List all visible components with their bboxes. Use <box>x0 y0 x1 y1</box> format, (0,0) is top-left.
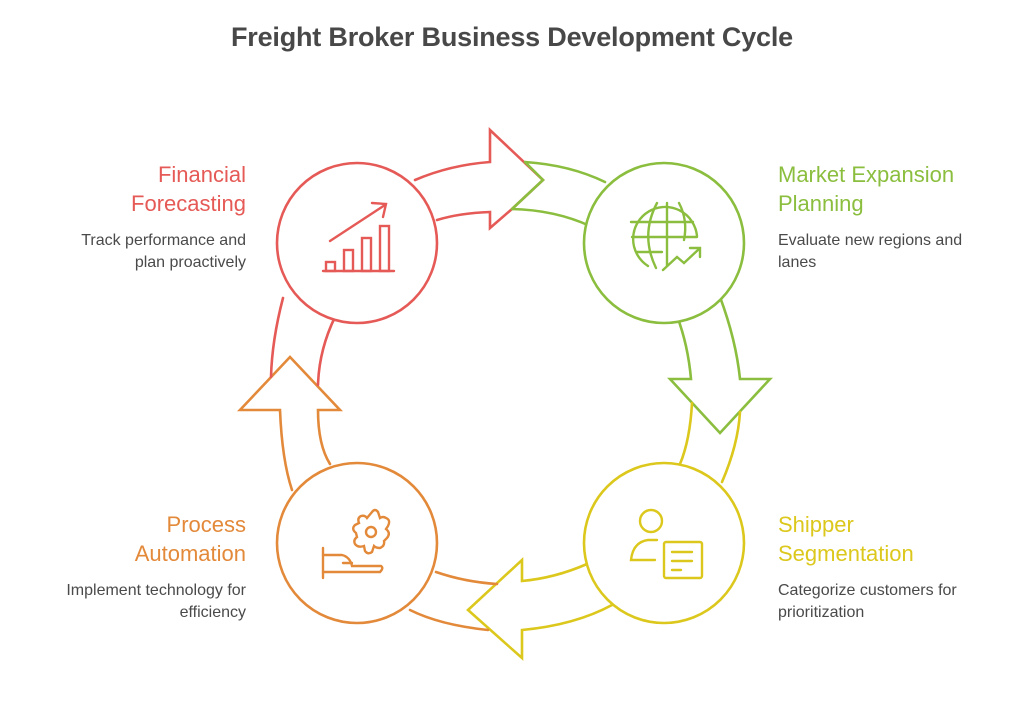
circle-financial-forecasting <box>275 161 439 325</box>
hand-gear-icon <box>321 508 391 580</box>
step-description: Implement technology for efficiency <box>6 580 246 624</box>
arrow-shipper-to-process <box>466 557 614 661</box>
step-title-line: Financial <box>157 162 246 187</box>
user-document-icon <box>629 508 704 580</box>
step-title-line: Automation <box>134 541 246 566</box>
step-title-line: Forecasting <box>131 191 246 216</box>
step-financial-forecasting: Financial Forecasting Track performance … <box>6 160 246 274</box>
arrow-band-yellow-right <box>678 401 742 484</box>
step-description-line: lanes <box>778 254 817 271</box>
step-title-line: Process <box>166 512 246 537</box>
arrow-band-orange-bottom <box>408 570 499 632</box>
step-description-line: Implement technology for <box>66 582 246 599</box>
circle-market-expansion <box>582 161 746 325</box>
step-description-line: plan proactively <box>134 254 246 271</box>
step-title-line: Segmentation <box>778 541 914 566</box>
step-title: Market Expansion Planning <box>778 160 1018 218</box>
arrow-process-to-financial <box>236 355 344 492</box>
diagram-title: Freight Broker Business Development Cycl… <box>231 22 793 52</box>
step-title-line: Planning <box>778 191 864 216</box>
step-process-automation: Process Automation Implement technology … <box>6 510 246 624</box>
step-shipper-segmentation: Shipper Segmentation Categorize customer… <box>778 510 1018 624</box>
step-title: Shipper Segmentation <box>778 510 1018 568</box>
step-description-line: Track performance and <box>81 232 246 249</box>
arrow-financial-to-market <box>413 126 545 231</box>
step-market-expansion-planning: Market Expansion Planning Evaluate new r… <box>778 160 1018 274</box>
step-title-line: Shipper <box>778 512 854 537</box>
step-description-line: Categorize customers for <box>778 582 957 599</box>
globe-trend-icon <box>629 201 702 272</box>
step-title-line: Market Expansion <box>778 162 955 187</box>
step-description: Track performance and plan proactively <box>6 230 246 274</box>
step-description: Categorize customers for prioritization <box>778 580 1018 624</box>
step-description-line: Evaluate new regions and <box>778 232 963 249</box>
step-title: Financial Forecasting <box>6 160 246 218</box>
arrow-market-to-shipper <box>667 295 773 435</box>
circle-process-automation <box>275 461 439 625</box>
arrow-band-green-top <box>510 160 607 228</box>
arrow-band-red-left <box>269 296 337 387</box>
step-description-line: efficiency <box>179 604 246 621</box>
step-description-line: prioritization <box>778 604 865 621</box>
step-description: Evaluate new regions and lanes <box>778 230 1018 274</box>
step-title: Process Automation <box>6 510 246 568</box>
bar-chart-growth-icon <box>321 201 396 273</box>
